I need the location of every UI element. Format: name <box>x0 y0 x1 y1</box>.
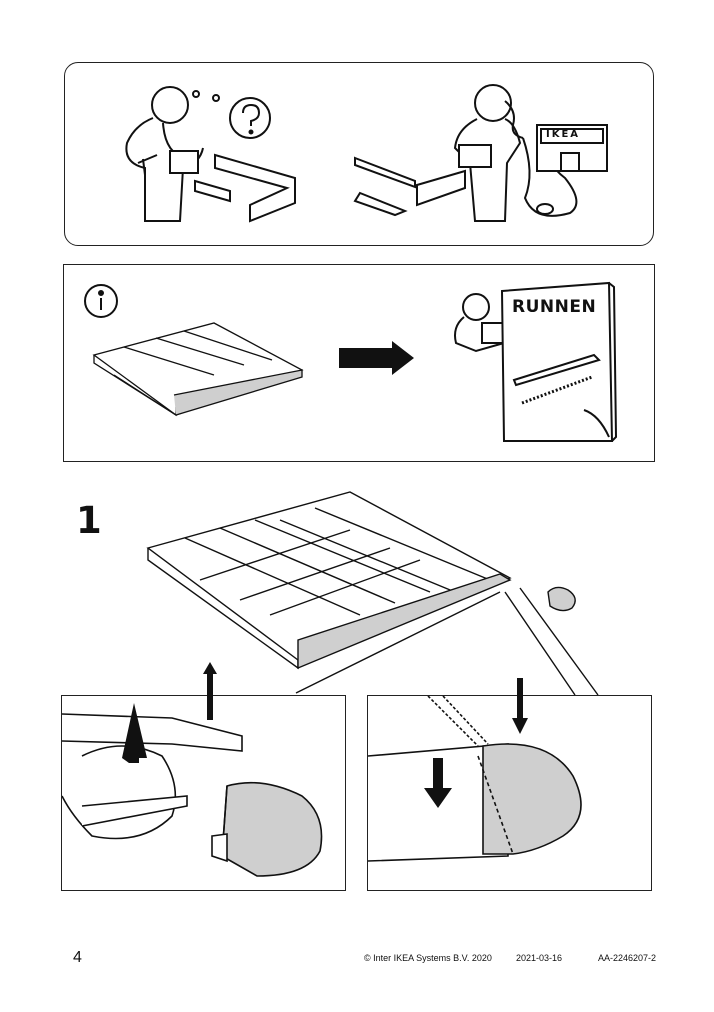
remove-edge-illustration <box>62 703 323 877</box>
arrow-down-small-icon <box>512 678 528 734</box>
booklet-title: RUNNEN <box>512 297 597 317</box>
confused-man-icon <box>125 86 204 222</box>
detail-press-panel <box>367 695 652 891</box>
press-edge-illustration <box>368 696 582 862</box>
document-id: AA-2246207-2 <box>598 953 657 963</box>
step-number: 1 <box>76 499 102 542</box>
instruction-booklet-icon <box>500 281 618 442</box>
arrow-up-icon <box>122 703 147 763</box>
info-icon <box>84 284 118 318</box>
arrow-up-small-icon <box>203 662 217 720</box>
info-illustration <box>84 281 618 442</box>
deck-tile-icon <box>92 322 304 417</box>
copyright: © Inter IKEA Systems B.V. 2020 <box>364 953 492 963</box>
help-illustration <box>125 84 608 223</box>
step-main-illustration <box>146 491 599 696</box>
detail-remove-panel <box>61 695 346 891</box>
help-panel <box>64 62 654 246</box>
deck-tile-large <box>146 491 512 670</box>
man-with-phone-icon <box>453 84 578 222</box>
store-icon <box>536 124 608 172</box>
man-reading-icon <box>454 293 509 353</box>
arrow-right-icon <box>339 341 414 375</box>
page-number: 4 <box>73 949 82 966</box>
store-sign: IKEA <box>546 129 581 140</box>
edge-clip-icon <box>547 586 576 612</box>
info-panel <box>63 264 655 462</box>
arrow-down-icon <box>424 758 452 808</box>
press-arrow-overlay <box>512 678 528 734</box>
document-date: 2021-03-16 <box>516 953 563 963</box>
question-mark-icon <box>229 97 271 139</box>
lift-arrow-overlay <box>203 662 217 720</box>
